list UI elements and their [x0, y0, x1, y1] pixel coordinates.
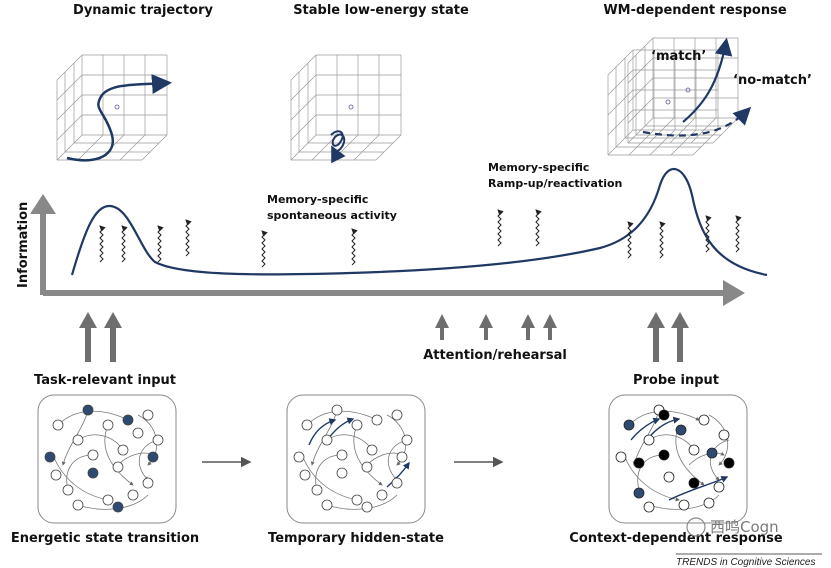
energetic-state-label: Energetic state transition — [11, 531, 199, 546]
watermark-icon — [686, 517, 706, 537]
context-response-label: Context-dependent response — [569, 531, 783, 546]
rampup-line2: Ramp-up/reactivation — [488, 177, 622, 190]
stable-state-title: Stable low-energy state — [293, 3, 469, 18]
dynamic-trajectory-cube — [56, 54, 172, 162]
spontaneous-line2: spontaneous activity — [267, 209, 397, 222]
wm-response-title: WM-dependent response — [603, 3, 786, 18]
activity-wiggle — [122, 226, 125, 262]
activity-wiggle — [352, 229, 355, 265]
activity-wiggle — [262, 231, 265, 267]
stable-state-cube — [290, 54, 402, 164]
wm-response-cube — [607, 37, 752, 156]
hidden-state-network — [287, 395, 425, 523]
y-axis-arrowhead — [30, 194, 56, 214]
activity-wiggle — [536, 210, 539, 246]
match-trajectory — [682, 37, 733, 123]
task-input-label: Task-relevant input — [34, 373, 176, 388]
task-input-arrows — [79, 312, 122, 362]
activity-wiggle — [706, 216, 709, 252]
spontaneous-line1: Memory-specific — [267, 193, 368, 206]
probe-input-label: Probe input — [633, 373, 719, 388]
rampup-line1: Memory-specific — [488, 161, 589, 174]
watermark: 西鸣Cogn — [686, 517, 779, 537]
hidden-state-label: Temporary hidden-state — [268, 531, 444, 546]
attention-label: Attention/rehearsal — [423, 348, 567, 363]
activity-wiggle — [660, 222, 663, 258]
context-response-network — [609, 395, 747, 523]
y-axis-label: Information — [16, 202, 31, 288]
activity-wiggle — [100, 226, 103, 262]
activity-wiggle — [158, 226, 161, 262]
stable-state-loop — [330, 130, 346, 164]
dynamic-trajectory-curve — [66, 74, 172, 162]
x-axis-arrowhead — [723, 280, 745, 306]
journal-credit: TRENDS in Cognitive Sciences — [676, 557, 816, 568]
activity-wiggle — [628, 222, 631, 258]
match-label: ‘match’ — [651, 49, 706, 64]
probe-input-arrows — [647, 312, 689, 362]
activity-wiggle — [186, 220, 189, 256]
energetic-network — [38, 395, 176, 523]
no-match-trajectory — [642, 106, 752, 137]
no-match-label: ‘no-match’ — [733, 73, 812, 88]
information-curve — [70, 167, 768, 277]
dynamic-trajectory-title: Dynamic trajectory — [73, 3, 213, 18]
watermark-text: 西鸣Cogn — [710, 518, 779, 536]
activity-wiggle — [498, 210, 501, 246]
attention-arrows — [435, 314, 557, 340]
activity-wiggle — [736, 216, 739, 252]
